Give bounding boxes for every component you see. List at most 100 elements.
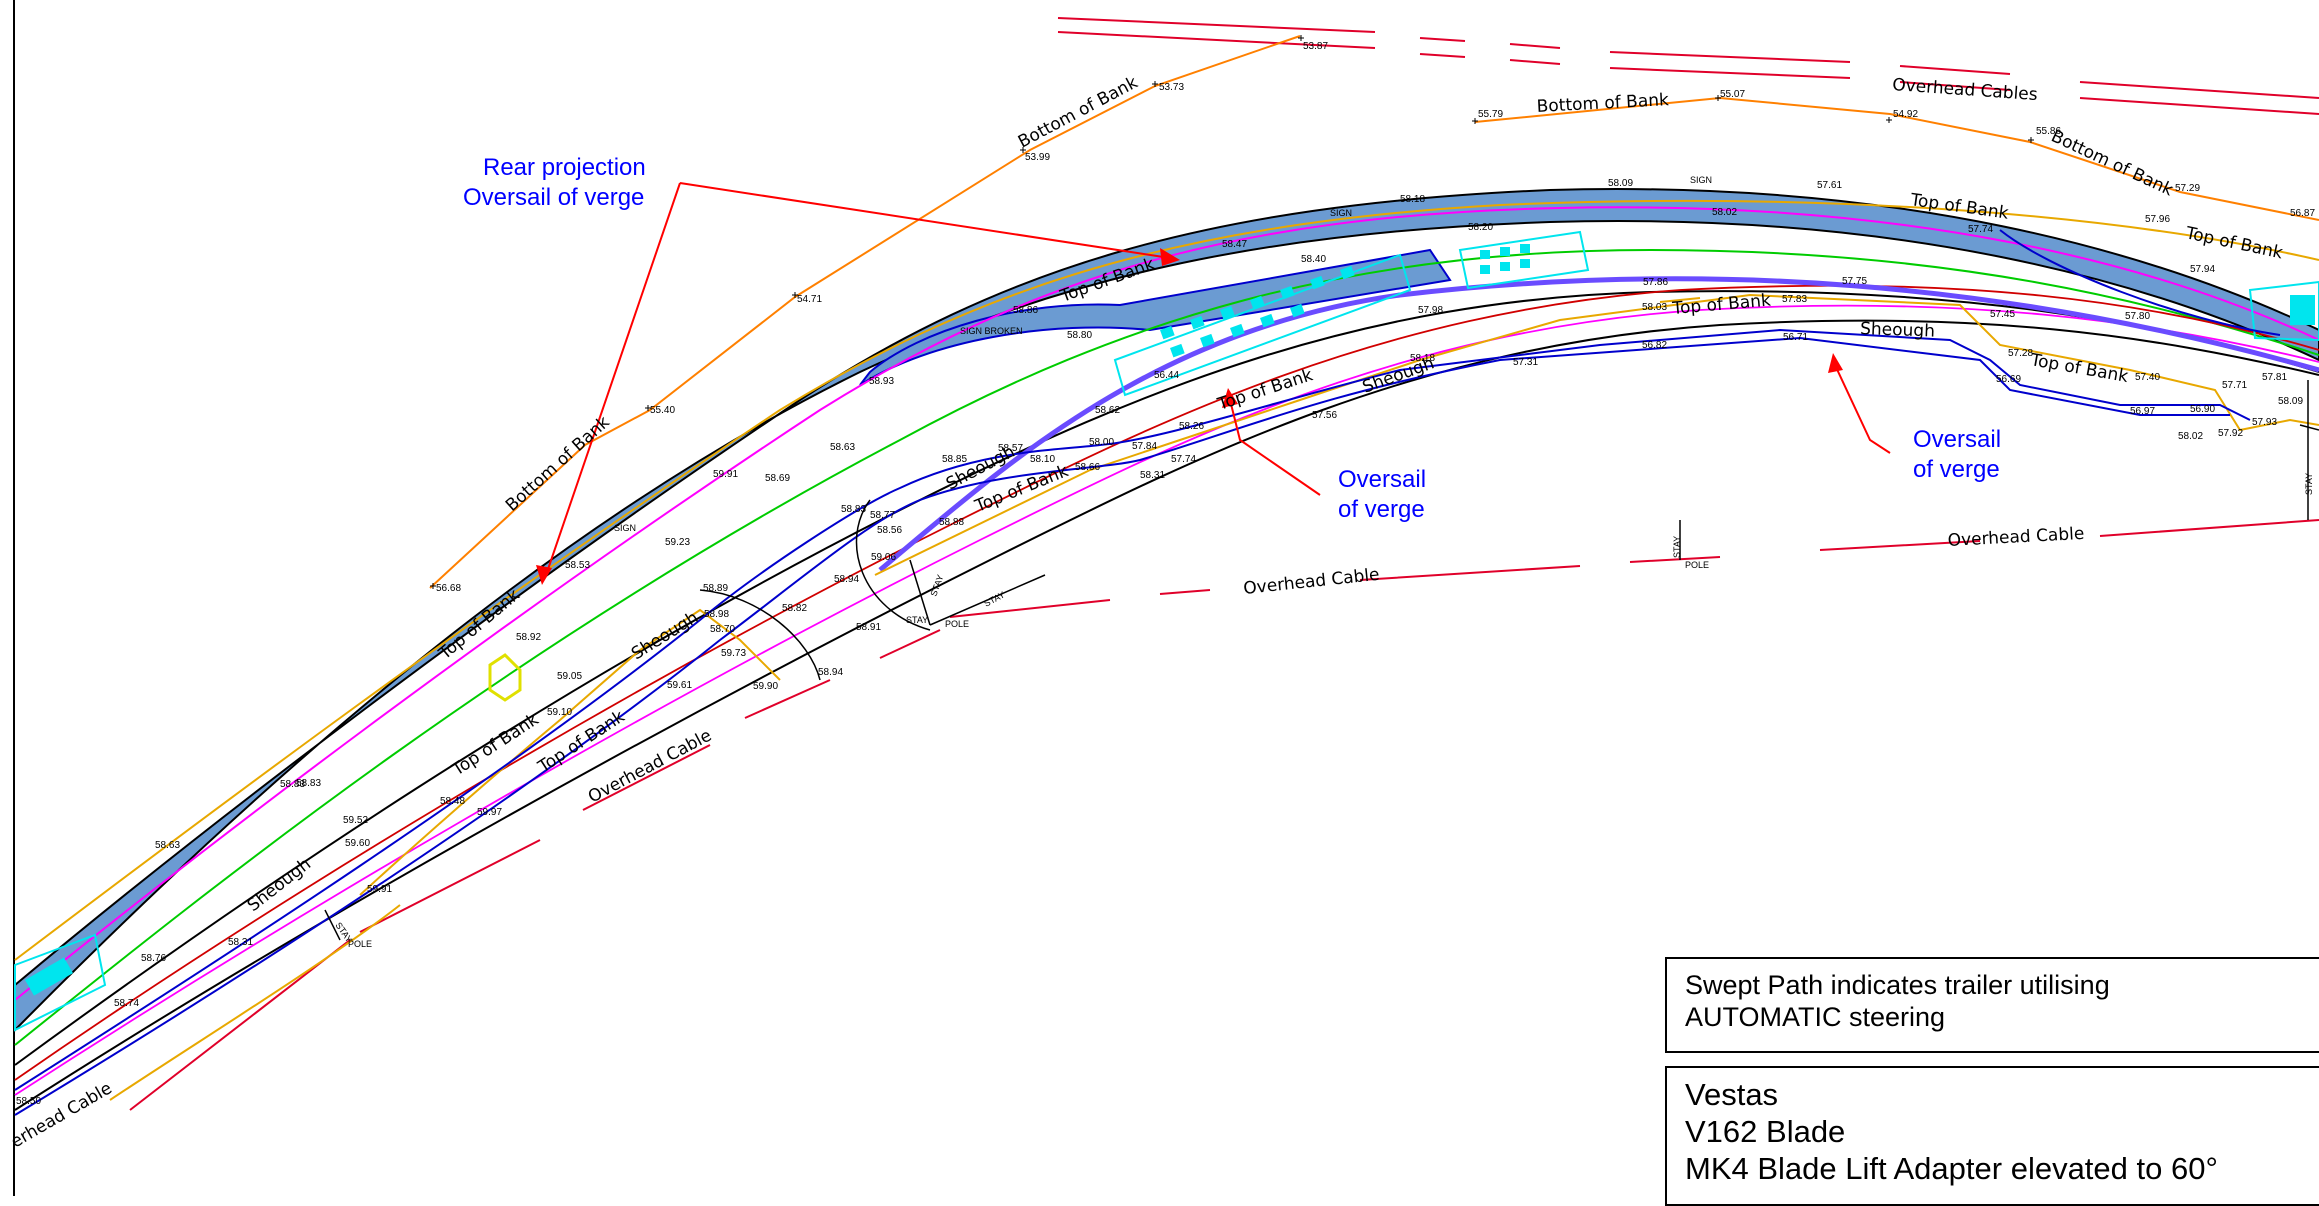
level: 58.85 (942, 454, 967, 465)
level: 58.70 (710, 624, 735, 635)
callout-oversail-1a: Oversail (1338, 466, 1426, 493)
level: 59.91 (367, 884, 392, 895)
callout-oversail-2b: of verge (1913, 456, 2000, 483)
level: 54.71 (797, 294, 822, 305)
level: 58.18 (1400, 194, 1425, 205)
level: 59.61 (667, 680, 692, 691)
level: 58.91 (856, 622, 881, 633)
label-sign-1: SIGN (1690, 175, 1712, 185)
label-sign-2: SIGN (1330, 208, 1352, 218)
label-top-of-bank-9: Top of Bank (448, 710, 543, 781)
label-sheough-5: Sheough (244, 854, 315, 916)
level: 58.40 (1301, 254, 1326, 265)
level: 59.97 (477, 807, 502, 818)
level: 58.93 (869, 376, 894, 387)
level: 57.98 (1418, 305, 1443, 316)
level: 58.98 (704, 609, 729, 620)
level: 58.88 (939, 517, 964, 528)
level: 59.23 (665, 537, 690, 548)
note-steering-line1: Swept Path indicates trailer utilising (1685, 970, 2110, 1000)
level: 56.68 (436, 583, 461, 594)
top-of-bank-lines (14, 199, 2319, 1101)
label-bottom-of-bank-3: Bottom of Bank (502, 412, 614, 515)
level: 55.79 (1478, 109, 1503, 120)
level: 57.93 (2252, 417, 2277, 428)
note-steering: Swept Path indicates trailer utilising A… (1665, 957, 2319, 1053)
sheough-lines (14, 328, 2251, 1116)
label-sheough-1: Sheough (1860, 319, 1935, 342)
level: 58.00 (1089, 437, 1114, 448)
label-stay-4: STAY (1672, 536, 1682, 558)
level: 56.71 (1783, 332, 1808, 343)
level: 59.60 (345, 838, 370, 849)
level: 57.80 (2125, 311, 2150, 322)
level: 57.40 (2135, 372, 2160, 383)
level: 57.92 (2218, 428, 2243, 439)
level: 55.40 (650, 405, 675, 416)
label-stay-6: STAY (2304, 473, 2314, 495)
note-vehicle-line2: V162 Blade (1685, 1114, 1846, 1149)
level: 58.63 (155, 840, 180, 851)
level: 58.57 (998, 443, 1023, 454)
level: 58.56 (877, 525, 902, 536)
level: 58.48 (440, 796, 465, 807)
level: 57.28 (2008, 348, 2033, 359)
level: 59.91 (713, 469, 738, 480)
label-sign-3: SIGN (614, 523, 636, 533)
spot-levels: 53.87 53.73 53.99 54.71 55.40 56.68 55.7… (16, 41, 2315, 1107)
vehicle-outline-main (1113, 230, 1590, 397)
overhead-cables-top (1057, 17, 2319, 115)
callout-oversail-1b: of verge (1338, 496, 1425, 523)
level: 53.87 (1303, 41, 1328, 52)
survey-points (430, 35, 2034, 589)
level: 58.94 (818, 667, 843, 678)
level: 59.05 (557, 671, 582, 682)
radius-arcs (324, 380, 2319, 941)
level: 56.82 (1642, 340, 1667, 351)
drawing-frame-left (13, 0, 15, 1196)
level: 57.71 (2222, 380, 2247, 391)
level: 57.83 (1782, 294, 1807, 305)
level: 54.92 (1893, 109, 1918, 120)
level: 58.10 (1030, 454, 1055, 465)
level: 58.50 (16, 1096, 41, 1107)
level: 58.02 (1712, 207, 1737, 218)
level: 58.80 (1067, 330, 1092, 341)
level: 58.94 (834, 574, 859, 585)
level: 58.53 (565, 560, 590, 571)
level: 58.26 (1179, 421, 1204, 432)
label-pole-1: POLE (1685, 560, 1709, 570)
level: 58.63 (830, 442, 855, 453)
note-vehicle-line1: Vestas (1685, 1077, 1779, 1112)
label-top-of-bank-7: Top of Bank (2028, 350, 2130, 387)
label-top-of-bank-5: Top of Bank (1214, 365, 1315, 415)
label-stay-3: STAY (928, 573, 945, 597)
callout-arrows (544, 182, 1891, 579)
level: 57.81 (2262, 372, 2287, 383)
level: 58.74 (114, 998, 139, 1009)
note-vehicle-line3: MK4 Blade Lift Adapter elevated to 60° (1685, 1151, 2218, 1186)
level: 59.10 (547, 707, 572, 718)
level: 57.96 (2145, 214, 2170, 225)
arrow-heads (536, 248, 1843, 585)
vehicle-outline-left (14, 933, 107, 1032)
label-sign-broken: SIGN BROKEN (960, 326, 1023, 336)
level: 58.47 (1222, 239, 1247, 250)
note-vehicle: Vestas V162 Blade MK4 Blade Lift Adapter… (1665, 1066, 2319, 1206)
level: 57.74 (1171, 454, 1196, 465)
level: 59.90 (753, 681, 778, 692)
bollard-shape (488, 653, 522, 702)
level: 58.31 (1140, 470, 1165, 481)
overhead-cable-lower (129, 519, 2319, 1111)
level: 58.86 (1013, 305, 1038, 316)
label-top-of-bank-4: Top of Bank (1671, 290, 1772, 319)
level: 56.87 (2290, 208, 2315, 219)
label-bottom-of-bank-4: Bottom of Bank (2048, 126, 2176, 200)
level: 58.77 (870, 510, 895, 521)
note-steering-line2: AUTOMATIC steering (1685, 1002, 1946, 1032)
level: 57.29 (2175, 183, 2200, 194)
label-top-of-bank-8: Top of Bank (435, 585, 524, 664)
level: 55.86 (2036, 126, 2061, 137)
callout-oversail-2a: Oversail (1913, 426, 2001, 453)
